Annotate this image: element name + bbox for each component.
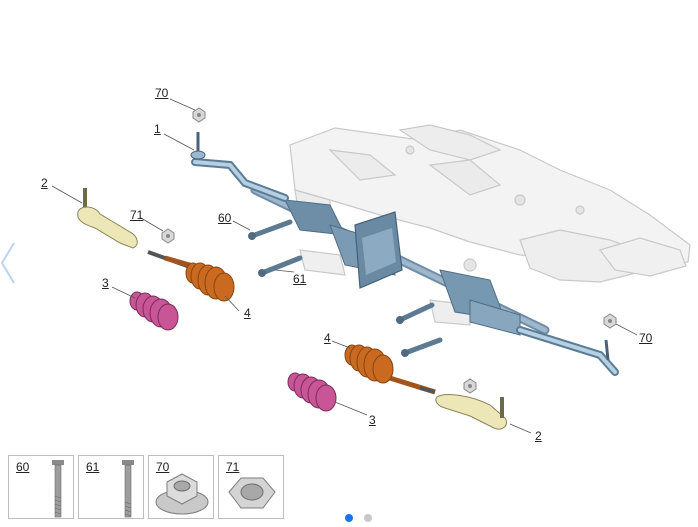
nut-70-right xyxy=(603,313,617,329)
dust-boot-right xyxy=(287,372,337,412)
thumbnail-nut-70[interactable]: 70 xyxy=(148,455,214,519)
steering-boot-left xyxy=(147,250,235,302)
bolt-61-lower xyxy=(396,302,435,324)
tie-rod-left xyxy=(190,132,289,202)
nut-70-top xyxy=(192,107,206,123)
carousel-dot-2[interactable] xyxy=(364,514,372,522)
hex-nut-icon xyxy=(228,477,276,509)
callout-leaders xyxy=(51,98,638,434)
thumbnail-bolt-60[interactable]: 60 xyxy=(8,455,74,519)
bolt-icon xyxy=(122,460,134,518)
nut-71-left xyxy=(161,228,175,244)
callout-4-right[interactable]: 4 xyxy=(324,331,331,345)
bolt-61 xyxy=(258,255,303,277)
thumbnail-label: 61 xyxy=(86,460,100,474)
subframe xyxy=(289,124,691,326)
callout-70-right[interactable]: 70 xyxy=(639,331,653,345)
thumbnail-label: 70 xyxy=(156,460,170,474)
previous-view-button[interactable] xyxy=(0,238,18,288)
flange-nut-icon xyxy=(155,473,209,515)
callout-3-right[interactable]: 3 xyxy=(369,413,376,427)
bolt-icon xyxy=(52,460,64,518)
bolt-60-lower xyxy=(401,337,443,357)
thumbnail-label: 60 xyxy=(16,460,30,474)
dust-boot-left xyxy=(129,291,179,331)
chevron-left-icon xyxy=(0,242,15,284)
carousel-dot-1[interactable] xyxy=(345,514,353,522)
callout-1[interactable]: 1 xyxy=(154,122,161,136)
power-steering-motor xyxy=(354,211,403,289)
thumbnail-nut-71[interactable]: 71 xyxy=(218,455,284,519)
thumbnail-label: 71 xyxy=(226,460,240,474)
callout-2-left[interactable]: 2 xyxy=(41,176,48,190)
thumbnail-bolt-61[interactable]: 61 xyxy=(78,455,144,519)
callout-71[interactable]: 71 xyxy=(130,208,144,222)
callout-60[interactable]: 60 xyxy=(218,211,232,225)
callout-4-left[interactable]: 4 xyxy=(244,306,251,320)
tie-rod-right xyxy=(516,326,619,376)
nut-71-right xyxy=(463,378,477,394)
callout-2-right[interactable]: 2 xyxy=(535,429,542,443)
callout-3-left[interactable]: 3 xyxy=(102,276,109,290)
tie-rod-end-left xyxy=(77,188,138,249)
callout-61[interactable]: 61 xyxy=(293,272,307,286)
steering-boot-right xyxy=(344,344,436,395)
tie-rod-end-right xyxy=(435,394,508,430)
callout-70-top[interactable]: 70 xyxy=(155,86,169,100)
bolt-60 xyxy=(248,219,293,240)
